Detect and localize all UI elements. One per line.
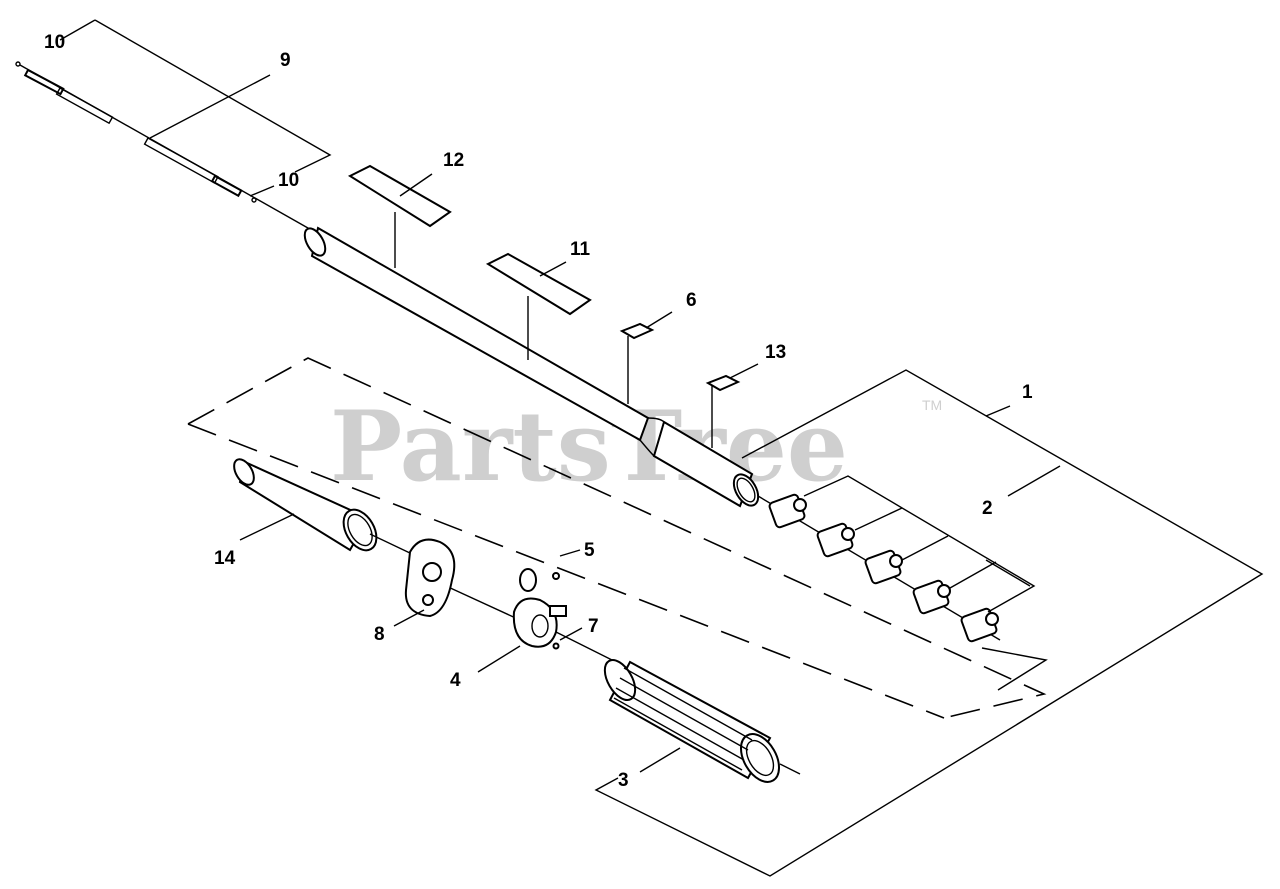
drive-shaft-group [15,19,332,233]
shaft-segment-b [143,137,219,184]
bushing-1 [768,493,807,529]
label-1: 1 [1022,382,1033,403]
label-11: 11 [570,239,591,260]
part-4-clamp [512,568,567,650]
label-6: 6 [686,290,697,311]
label-14: 14 [214,548,236,569]
bushings [757,465,1061,691]
label-10-top: 10 [44,32,65,53]
part-labels: 10 9 10 12 11 6 13 1 2 14 5 7 8 4 3 [44,32,1033,791]
bushing-3 [864,549,903,585]
main-tube [303,226,760,508]
tube-14 [233,458,378,552]
watermark: PartsTree TM [330,390,942,503]
shaft-spline-right [210,174,243,198]
label-12: 12 [443,150,464,171]
label-3: 3 [618,770,629,791]
decals [347,164,741,392]
label-4: 4 [450,670,461,691]
bushing-4 [912,579,951,615]
label-2: 2 [982,498,993,519]
bracket-2 [803,475,1036,613]
watermark-trademark: TM [922,397,942,413]
shaft-spline-left [23,68,65,96]
bushing-2 [816,522,855,558]
decal-6 [619,322,655,340]
decal-13 [705,374,741,392]
label-7: 7 [588,616,599,637]
label-10-bottom: 10 [278,170,299,191]
shaft-segment-a [55,87,114,125]
label-5: 5 [584,540,595,561]
bracket-1 [594,369,1264,877]
grip-3 [603,659,780,783]
bracket-9-10 [94,19,332,173]
label-8: 8 [374,624,385,645]
label-13: 13 [765,342,786,363]
label-9: 9 [280,50,291,71]
bushing-5 [960,607,999,643]
part-8-plate [404,538,456,618]
handle-group-box [187,357,1047,719]
decal-11 [485,252,592,316]
